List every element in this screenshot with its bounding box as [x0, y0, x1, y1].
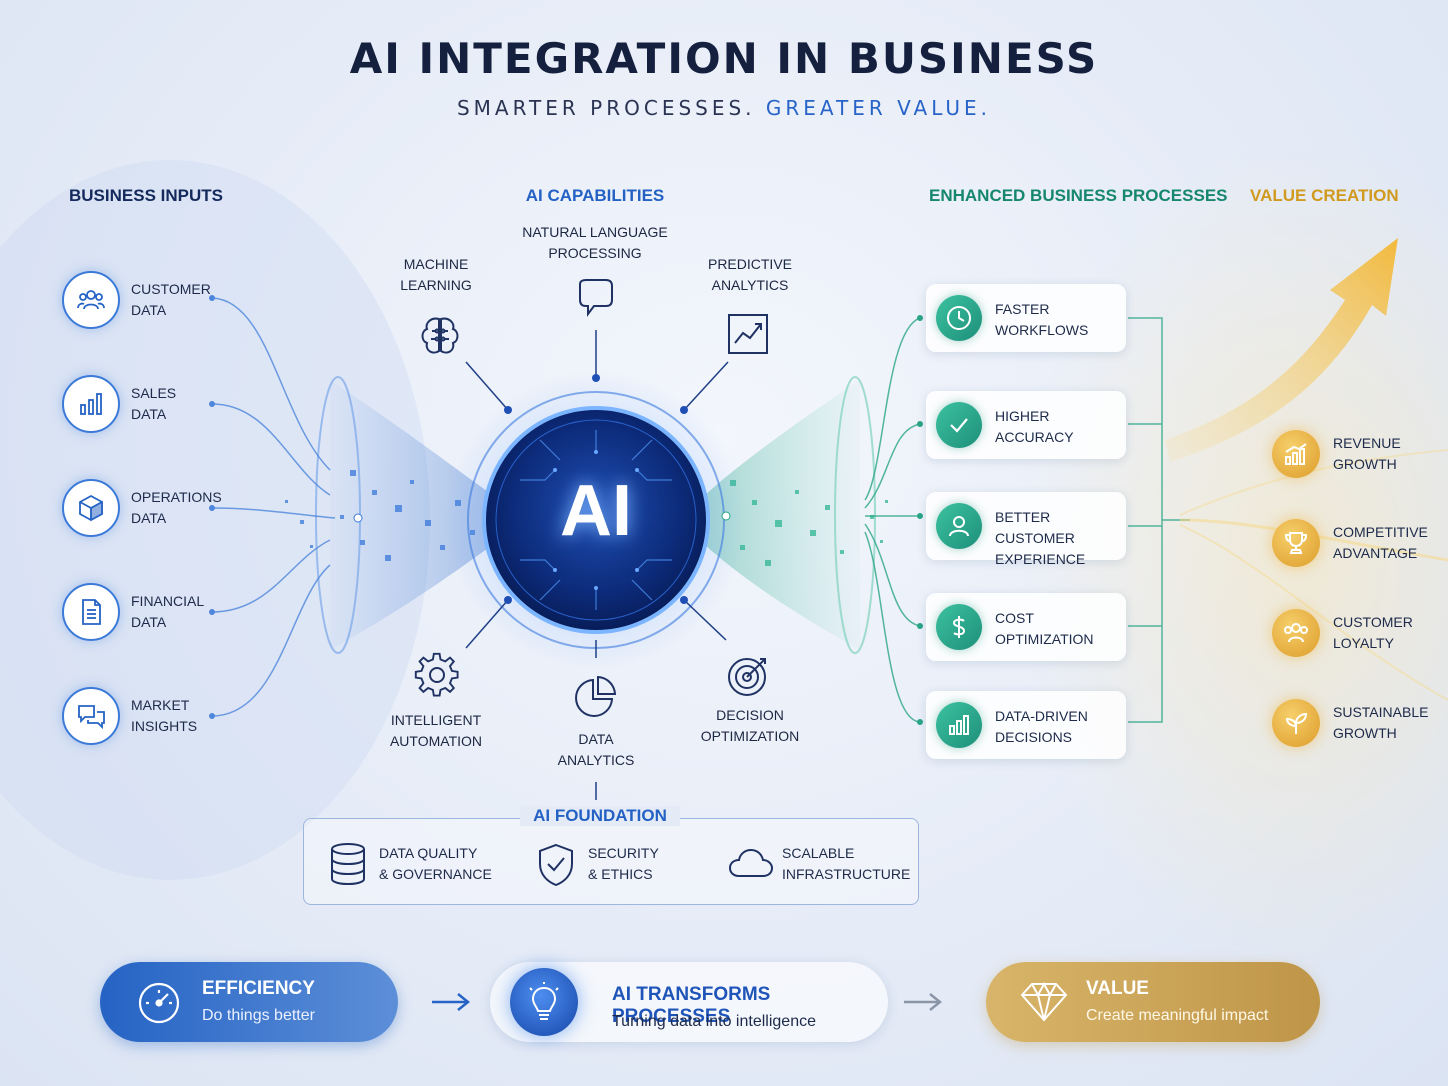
database-icon: [328, 842, 368, 890]
cube-icon: [62, 479, 120, 537]
value-pill: VALUE Create meaningful impact: [986, 962, 1320, 1042]
foundation-item-data-quality: DATA QUALITY& GOVERNANCE: [379, 845, 492, 882]
foundation-item-security: SECURITY& ETHICS: [588, 845, 659, 882]
cloud-icon: [728, 846, 774, 884]
document-icon: [62, 583, 120, 641]
clock-icon: [936, 295, 982, 341]
group-icon: [1272, 609, 1320, 657]
people-icon: [62, 271, 120, 329]
efficiency-pill: EFFICIENCY Do things better: [100, 962, 398, 1042]
transform-subtitle: Turning data into intelligence: [612, 1013, 816, 1030]
trophy-icon: [1272, 519, 1320, 567]
check-icon: [936, 402, 982, 448]
column-header-capabilities: AI CAPABILITIES: [525, 186, 665, 205]
gauge-icon: [136, 980, 182, 1030]
bar-chart-icon: [62, 375, 120, 433]
growth-chart-icon: [1272, 430, 1320, 478]
diamond-icon: [1020, 980, 1068, 1028]
subtitle-part1: SMARTER PROCESSES.: [456, 96, 756, 120]
shield-icon: [537, 842, 575, 892]
lightbulb-icon: [510, 968, 578, 1036]
trend-chart-icon: [722, 308, 774, 360]
ai-foundation-title: AI FOUNDATION: [520, 806, 680, 826]
user-icon: [936, 503, 982, 549]
chat-icon: [62, 687, 120, 745]
bar-chart-icon: [936, 702, 982, 748]
transform-title: AI TRANSFORMS PROCESSES: [612, 984, 771, 1027]
ai-hub-label: AI: [560, 471, 632, 551]
dollar-icon: [936, 604, 982, 650]
gear-icon: [408, 646, 466, 704]
subtitle-part2: GREATER VALUE.: [765, 96, 992, 120]
transform-pill: AI TRANSFORMS PROCESSES Turning data int…: [490, 962, 888, 1042]
efficiency-subtitle: Do things better: [202, 1007, 315, 1024]
page-title: AI INTEGRATION IN BUSINESS: [349, 34, 1099, 83]
target-icon: [722, 648, 776, 702]
efficiency-title: EFFICIENCY: [202, 978, 315, 999]
pie-chart-icon: [570, 672, 620, 722]
speech-bubble-icon: [570, 274, 620, 324]
page-subtitle: SMARTER PROCESSES. GREATER VALUE.: [0, 96, 1448, 120]
value-title: VALUE: [1086, 978, 1149, 999]
column-header-processes: ENHANCED BUSINESS PROCESSES: [929, 186, 1228, 205]
sprout-icon: [1272, 699, 1320, 747]
column-header-inputs: BUSINESS INPUTS: [69, 186, 223, 205]
value-subtitle: Create meaningful impact: [1086, 1007, 1269, 1024]
column-header-value: VALUE CREATION: [1250, 186, 1399, 205]
brain-icon: [412, 308, 468, 364]
